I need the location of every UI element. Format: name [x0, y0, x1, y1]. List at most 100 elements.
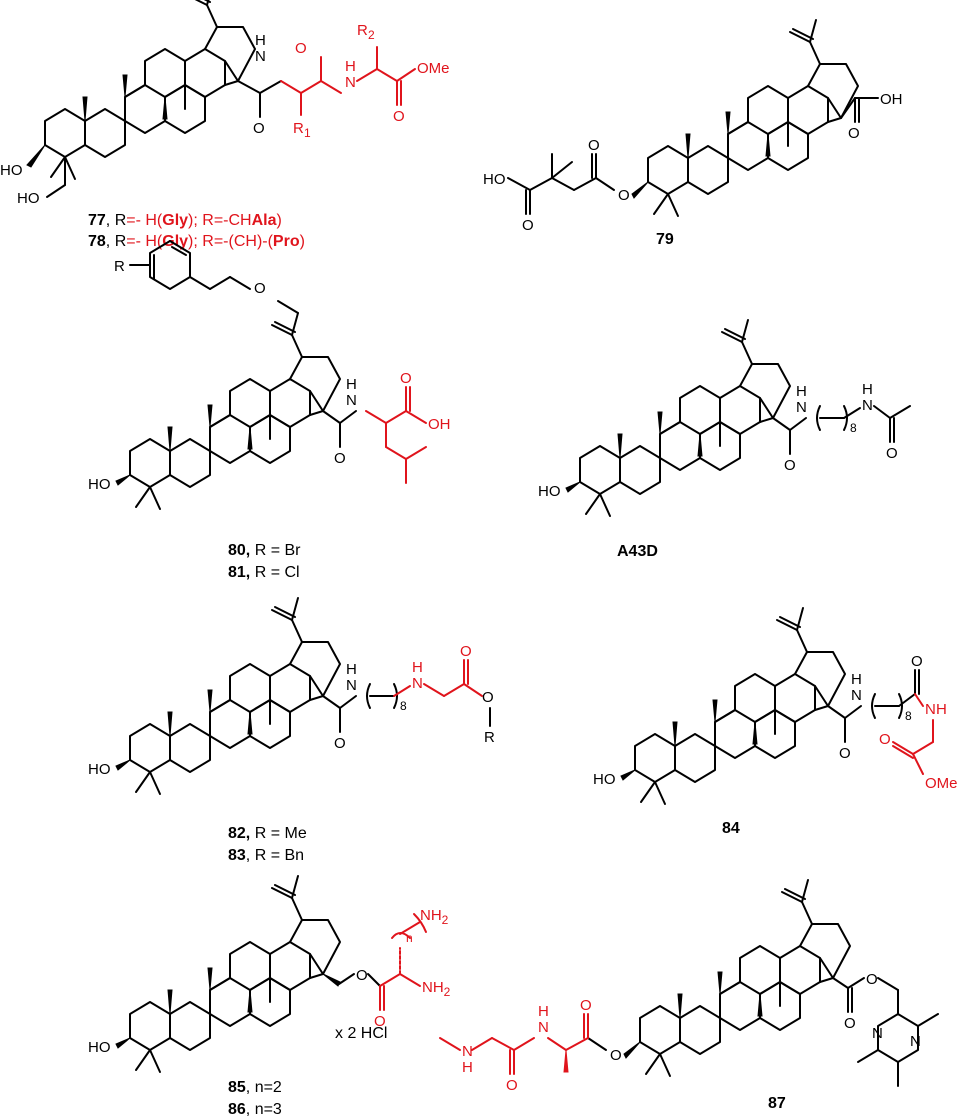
atom-n: N: [345, 74, 356, 91]
glycine-methylester-fragment: N H O OMe: [879, 693, 957, 792]
structure-79: OH O O O O HO: [483, 19, 903, 234]
sarcosyl-alanine-fragment: O N H O N H: [439, 997, 607, 1094]
svg-text:77, R=- H(Gly); R=-CHAla): 77, R=- H(Gly); R=-CHAla): [88, 212, 282, 229]
atom-n: N: [346, 677, 357, 694]
caption-82: 82, R = Me: [228, 825, 307, 842]
atom-n: N: [862, 397, 873, 414]
salt-label: x 2 HCl: [335, 1025, 387, 1042]
atom-o: O: [844, 1015, 856, 1032]
atom-n: N: [412, 675, 423, 692]
caption-77: 77, R=- H(Gly); R=-CHAla): [88, 212, 282, 229]
atom-ho: HO: [88, 761, 111, 778]
atom-ho: HO: [593, 771, 616, 788]
atom-n: N: [925, 701, 936, 718]
atom-o: O: [254, 280, 266, 297]
atom-o: O: [848, 125, 860, 142]
atom-o: O: [911, 653, 923, 670]
atom-n: N: [346, 392, 357, 409]
diamino-acid-fragment: O NH2 n NH2: [374, 907, 451, 1030]
atom-oh: OH: [428, 416, 451, 433]
atom-n: N: [872, 1025, 883, 1042]
atom-ome: OMe: [925, 775, 957, 792]
structure-82-83: HO O N H 8 N H O O R: [88, 597, 495, 795]
subscript: 8: [905, 709, 912, 723]
atom-ome: OMe: [417, 60, 450, 77]
atom-h: H: [462, 1059, 473, 1076]
subscript: 1: [304, 126, 311, 140]
atom-r1: R: [293, 120, 304, 137]
atom-r: R: [484, 729, 495, 746]
atom-o: O: [400, 370, 412, 387]
caption-81: 81, R = Cl: [228, 564, 300, 581]
caption-87: 87: [768, 1095, 786, 1112]
atom-n: N: [796, 399, 807, 416]
structure-85-86: HO O O NH2 n NH2: [88, 875, 451, 1073]
caption-79: 79: [656, 231, 674, 248]
structure-77-78: HO HO O N H O R 1 N H R 2: [0, 0, 450, 207]
atom-h: H: [412, 659, 423, 676]
glycine-ala-fragment: O R 1 N H R 2 O OMe: [280, 22, 450, 140]
svg-text:85, n=2: 85, n=2: [228, 1079, 282, 1096]
atom-o: O: [618, 187, 630, 204]
atom-h: H: [851, 671, 862, 688]
atom-o: O: [356, 967, 368, 984]
caption-86: 86, n=3: [228, 1101, 282, 1117]
subscript-n: n: [406, 931, 413, 945]
atom-n: N: [910, 1033, 921, 1050]
subscript: 8: [850, 421, 857, 435]
atom-n: N: [851, 687, 862, 704]
atom-o: O: [334, 735, 346, 752]
atom-ho: HO: [88, 1039, 111, 1056]
atom-o: O: [522, 217, 534, 234]
atom-o: O: [506, 1077, 518, 1094]
atom-o: O: [610, 1047, 622, 1064]
atom-h: H: [345, 58, 356, 75]
atom-ho: HO: [17, 190, 40, 207]
atom-h: H: [796, 383, 807, 400]
caption-80: 80, R = Br: [228, 542, 301, 559]
atom-h: H: [346, 376, 357, 393]
svg-text:82, R = Me: 82, R = Me: [228, 825, 307, 842]
atom-nh2: NH2: [422, 979, 451, 999]
atom-h: H: [538, 1003, 549, 1020]
caption-78: 78, R=- H(Gly); R=-(CH)-(Pro): [88, 233, 305, 250]
svg-text:83, R = Bn: 83, R = Bn: [228, 847, 304, 864]
atom-nh2: NH2: [420, 907, 449, 927]
atom-oh: OH: [880, 91, 903, 108]
atom-o: O: [334, 450, 346, 467]
atom-h: H: [862, 381, 873, 398]
leucine-fragment: O OH: [365, 370, 451, 484]
atom-h: H: [936, 701, 947, 718]
atom-o: O: [866, 971, 878, 988]
atom-o: O: [482, 689, 494, 706]
atom-o: O: [253, 120, 265, 137]
atom-o: O: [886, 445, 898, 462]
atom-o: O: [784, 457, 796, 474]
caption-84: 84: [722, 820, 740, 837]
glycine-ester-fragment: N H O O R: [393, 643, 495, 746]
subscript: 8: [400, 699, 407, 713]
structure-84: HO O N H 8 O N H O OMe: [593, 607, 957, 805]
subscript: 2: [368, 28, 375, 42]
svg-text:81, R = Cl: 81, R = Cl: [228, 564, 300, 581]
structure-80-81: HO O R O N H O OH: [88, 240, 451, 510]
atom-o: O: [839, 745, 851, 762]
structure-A43D: HO O N H 8 N H O: [538, 319, 911, 517]
caption-A43D: A43D: [617, 543, 658, 560]
atom-ho: HO: [0, 162, 23, 179]
atom-h: H: [346, 661, 357, 678]
atom-r: R: [114, 258, 125, 275]
atom-ho: HO: [538, 483, 561, 500]
atom-o: O: [374, 1013, 386, 1030]
svg-text:78, R=- H(Gly); R=-(CH)-(Pro): 78, R=- H(Gly); R=-(CH)-(Pro): [88, 233, 305, 250]
atom-o: O: [879, 731, 891, 748]
atom-ho: HO: [88, 476, 111, 493]
atom-n: N: [462, 1043, 473, 1060]
atom-o: O: [460, 643, 472, 660]
atom-o: O: [295, 40, 307, 57]
caption-83: 83, R = Bn: [228, 847, 304, 864]
atom-o: O: [588, 137, 600, 154]
atom-h: H: [255, 32, 266, 49]
atom-n: N: [255, 48, 266, 65]
